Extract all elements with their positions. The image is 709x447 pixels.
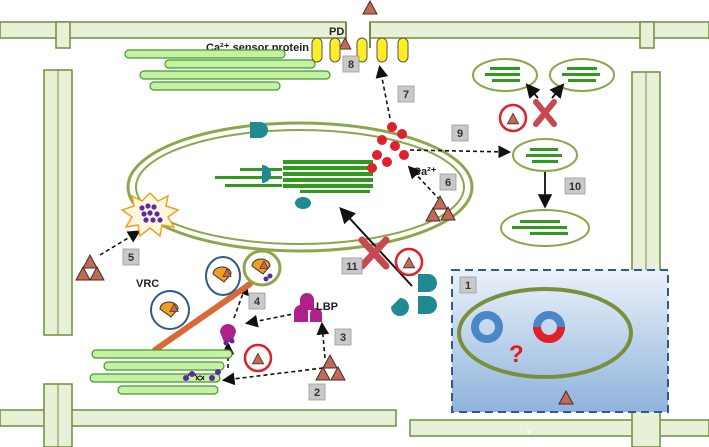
step-badge-1: 1 <box>459 276 477 294</box>
step-badge-8: 8 <box>342 55 360 73</box>
inset-chloroplast <box>457 287 633 379</box>
arrow-ca-to-sensor <box>375 64 391 119</box>
step-badge-11-label: 11 <box>346 261 358 273</box>
actin-rod <box>152 281 253 353</box>
step-badge-7-label: 7 <box>403 89 409 101</box>
plasmodesma <box>338 0 378 50</box>
inset-panel <box>451 269 669 413</box>
ca-sensor-proteins <box>311 37 409 63</box>
chloroplast-middle <box>512 138 578 172</box>
teal-proteins-cytosol <box>391 274 437 316</box>
step-badge-3: 3 <box>334 328 352 346</box>
calcium-ions <box>367 122 409 173</box>
arrow-virus-to-ca <box>407 165 441 201</box>
er-strand-6 <box>103 361 225 371</box>
teal-protein-stroma <box>262 165 271 183</box>
top-wall-junction <box>55 21 71 49</box>
er-bottom <box>89 349 233 395</box>
sensor-protein-3 <box>356 37 368 63</box>
cell-wall <box>0 21 709 447</box>
teal-protein-inner <box>295 197 311 209</box>
step-badge-7: 7 <box>397 85 415 103</box>
membrane-burst <box>120 191 180 238</box>
bottom-wall-right <box>409 419 709 437</box>
step-badge-10: 10 <box>564 177 586 195</box>
bottom-wall-left <box>0 409 397 427</box>
replication-protein <box>220 324 236 346</box>
er-strand-8 <box>117 385 219 395</box>
virus-particle-group-2 <box>315 354 346 381</box>
step-badge-6-label: 6 <box>445 177 451 189</box>
thylakoid-grana <box>215 160 373 193</box>
er-strand-7 <box>89 373 221 383</box>
vrc-vesicle-left <box>150 290 190 330</box>
er-strand-4 <box>149 81 281 91</box>
sensor-protein-1 <box>311 37 323 63</box>
step-badge-8-label: 8 <box>348 59 354 71</box>
ring-protein-blue <box>471 311 503 343</box>
pd-label: PD <box>329 26 344 38</box>
lbp-label: LBP <box>316 301 338 313</box>
chloroplast-top-left <box>472 58 538 92</box>
step-badge-9-label: 9 <box>457 128 463 140</box>
ring-protein-blue-red <box>533 311 565 343</box>
sensor-protein-2 <box>329 37 341 63</box>
sensor-protein-4 <box>376 37 388 63</box>
virus-particle-pd-top <box>362 0 378 15</box>
er-top <box>124 49 331 91</box>
step-badge-4: 4 <box>248 292 266 310</box>
teal-protein-envelope <box>250 122 268 138</box>
arrow-virus-to-vrc-damage <box>99 230 141 256</box>
ca-ion-label: Ca²⁺ <box>413 166 437 178</box>
vrc-label: VRC <box>136 278 159 290</box>
step-badge-9: 9 <box>451 124 469 142</box>
virus-particle-group-5 <box>75 254 105 281</box>
arrow-ca-to-chloroplast <box>409 145 512 159</box>
top-wall-right <box>369 21 709 39</box>
inhibition-x-division <box>533 99 557 127</box>
chloroplast-bottom <box>500 209 590 247</box>
er-strand-1 <box>124 49 286 59</box>
question-mark: ? <box>509 341 524 368</box>
step-badge-1-label: 1 <box>465 280 471 292</box>
lbp-proteins <box>294 293 322 322</box>
chloroplast-top-right <box>549 58 615 92</box>
step-badge-2: 2 <box>308 383 326 401</box>
step-badge-5-label: 5 <box>128 252 134 264</box>
vrc-vesicle-chloroplast-bud <box>242 249 282 287</box>
step-badge-6: 6 <box>439 173 457 191</box>
step-badge-5: 5 <box>122 248 140 266</box>
virus-particle-pd-middle <box>338 37 352 50</box>
er-strand-2 <box>164 59 316 69</box>
arrow-step2-to-lbp <box>316 321 330 359</box>
step-badge-11: 11 <box>341 257 363 275</box>
step-badge-4-label: 4 <box>254 296 261 308</box>
v-mark: v <box>527 426 532 436</box>
step-badge-3-label: 3 <box>340 332 346 344</box>
division-arrows <box>525 83 565 209</box>
top-wall-junction-right <box>639 21 655 49</box>
vrc-vesicle-middle <box>205 256 241 296</box>
sensor-protein-5 <box>397 37 409 63</box>
arrow-virus-to-er <box>221 367 324 386</box>
step-badge-10-label: 10 <box>569 181 581 193</box>
arrow-lbp-to-replication <box>244 312 299 328</box>
replicase-dots-er <box>183 369 221 381</box>
step-badge-2-label: 2 <box>314 387 320 399</box>
inhibition-x-import <box>358 236 390 270</box>
er-strand-3 <box>139 70 331 80</box>
step-badges: 1 2 3 4 5 6 7 8 <box>122 55 586 401</box>
top-wall-left <box>0 21 347 39</box>
chloroplast-central <box>126 121 474 253</box>
er-strand-5 <box>91 349 233 359</box>
